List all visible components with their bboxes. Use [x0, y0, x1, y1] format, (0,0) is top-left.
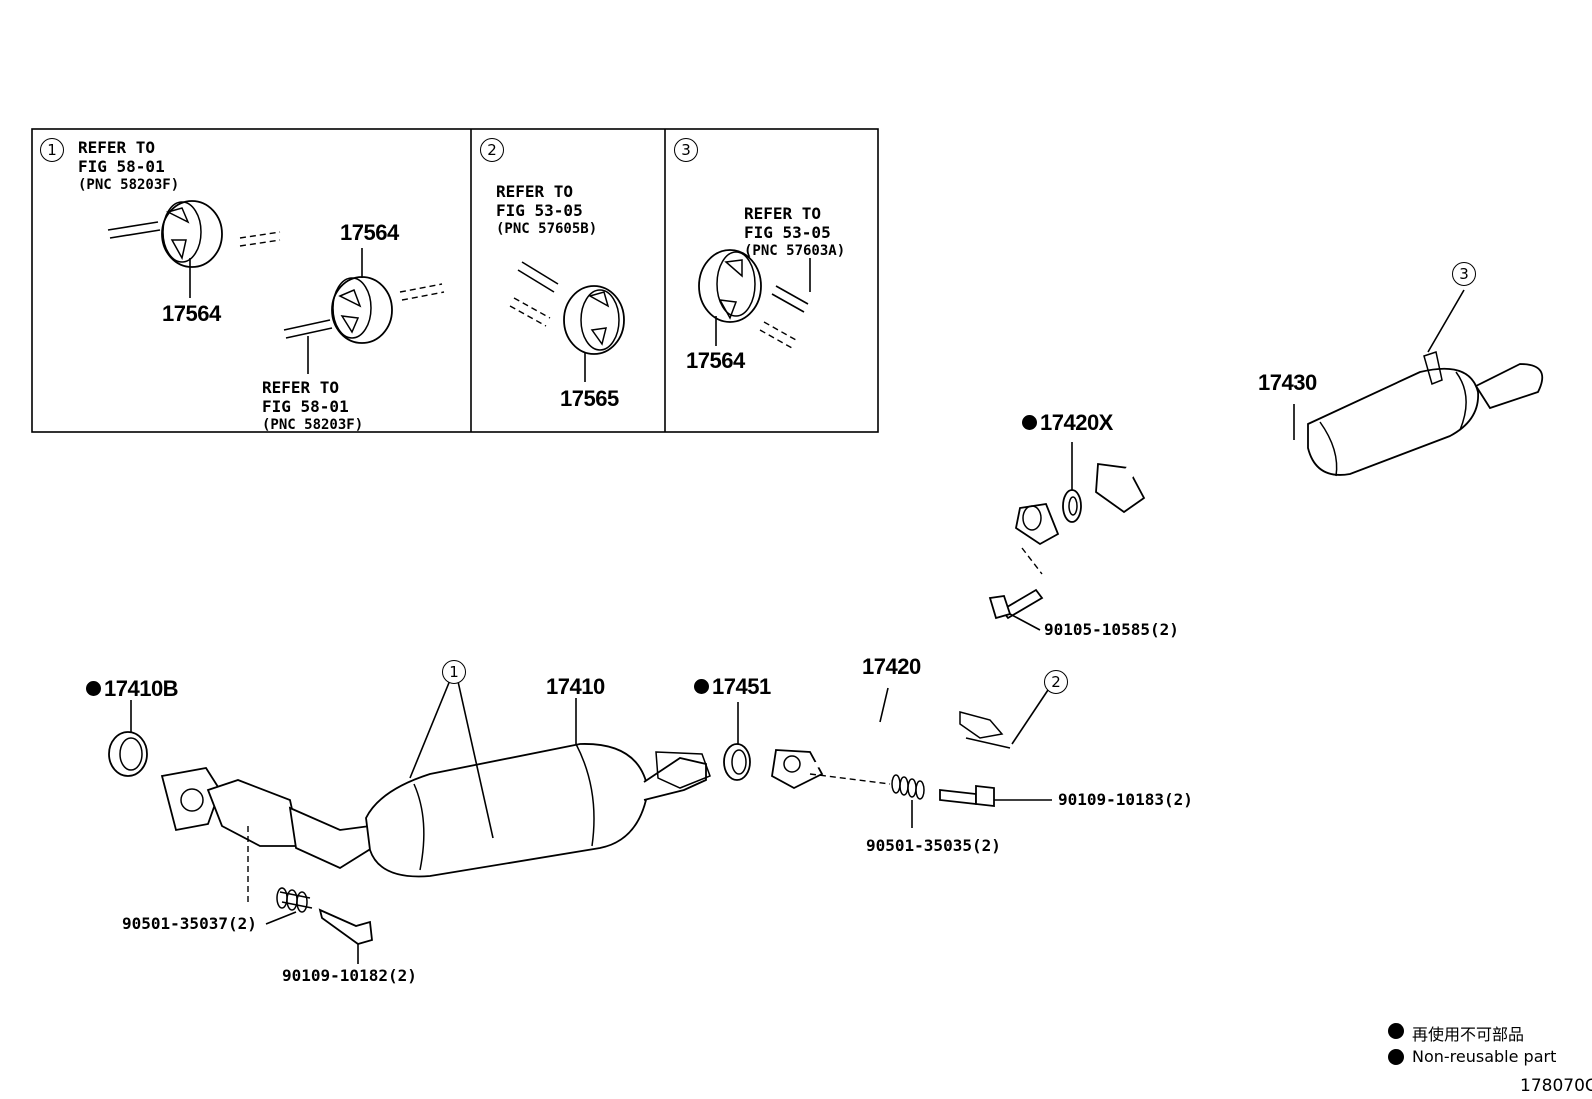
part-label-17420: 17420	[862, 654, 921, 679]
legend-en: Non-reusable part	[1412, 1047, 1557, 1066]
part-label-90109-10182: 90109-10182(2)	[282, 966, 417, 985]
part-label-17430: 17430	[1258, 370, 1317, 395]
inset-2-ref: REFER TO FIG 53-05 (PNC 57605B)	[496, 182, 597, 239]
ref-pnc: (PNC 57605B)	[496, 221, 598, 237]
center-pipe-17420-drawing	[771, 503, 1060, 828]
ref-line2: FIG 58-01	[78, 157, 165, 176]
part-label-17565: 17565	[560, 386, 619, 411]
non-reusable-dot	[1022, 414, 1037, 430]
part-number: 17451	[712, 674, 771, 699]
part-label-90501-35035: 90501-35035(2)	[866, 836, 1001, 855]
part-label-90109-10183: 90109-10183(2)	[1058, 790, 1193, 809]
inset-1-ref-b: REFER TO FIG 58-01 (PNC 58203F)	[262, 378, 363, 435]
callout-1: 1	[442, 660, 466, 684]
ref-pnc: (PNC 58203F)	[78, 177, 180, 193]
ref-pnc: (PNC 57603A)	[744, 243, 846, 259]
legend-dot-en	[1388, 1049, 1404, 1065]
callout-2: 2	[1044, 670, 1068, 694]
gasket-17410B-drawing	[108, 700, 148, 777]
ref-pnc: (PNC 58203F)	[262, 417, 364, 433]
ref-line2: FIG 58-01	[262, 397, 349, 416]
ref-line1: REFER TO	[496, 182, 574, 201]
part-number: 17410B	[104, 676, 179, 701]
part-label-17564-a: 17564	[162, 301, 221, 326]
front-pipe-17410-drawing	[160, 667, 711, 964]
callout-3: 3	[1452, 262, 1476, 286]
legend-ja: 再使用不可部品	[1412, 1025, 1525, 1044]
figure-id: 178070C	[1520, 1076, 1592, 1096]
ref-line2: FIG 53-05	[744, 223, 831, 242]
inset-2-number: 2	[480, 138, 504, 162]
hanger-17564-c-drawing	[698, 249, 811, 349]
inset-3-ref: REFER TO FIG 53-05 (PNC 57603A)	[744, 204, 845, 261]
ref-line2: FIG 53-05	[496, 201, 583, 220]
part-label-17410: 17410	[546, 674, 605, 699]
non-reusable-dot	[86, 680, 101, 696]
hanger-17564-b-drawing	[283, 248, 445, 374]
gasket-17420X-drawing	[1062, 442, 1082, 523]
part-label-17410B: 17410B	[86, 676, 179, 701]
part-label-90501-35037: 90501-35037(2)	[122, 914, 257, 933]
non-reusable-dot	[694, 678, 709, 694]
hanger-17565-drawing	[509, 261, 625, 382]
part-label-17564-c: 17564	[686, 348, 745, 373]
inset-1-number: 1	[40, 138, 64, 162]
ref-line1: REFER TO	[262, 378, 340, 397]
part-label-17420X: 17420X	[1022, 412, 1113, 434]
part-label-17564-b: 17564	[340, 220, 399, 245]
gasket-17451-drawing	[723, 702, 751, 781]
tail-pipe-17430-drawing	[1095, 289, 1544, 514]
ref-line1: REFER TO	[78, 138, 156, 157]
part-label-90105-10585: 90105-10585(2)	[1044, 620, 1179, 639]
ref-line1: REFER TO	[744, 204, 822, 223]
hanger-17564-a-drawing	[107, 200, 281, 298]
inset-1-ref-a: REFER TO FIG 58-01 (PNC 58203F)	[78, 138, 179, 195]
inset-3-number: 3	[674, 138, 698, 162]
inset-frame	[31, 128, 879, 433]
part-number: 17420X	[1040, 410, 1113, 435]
legend-dot-ja	[1388, 1023, 1404, 1039]
part-label-17451: 17451	[694, 676, 771, 698]
